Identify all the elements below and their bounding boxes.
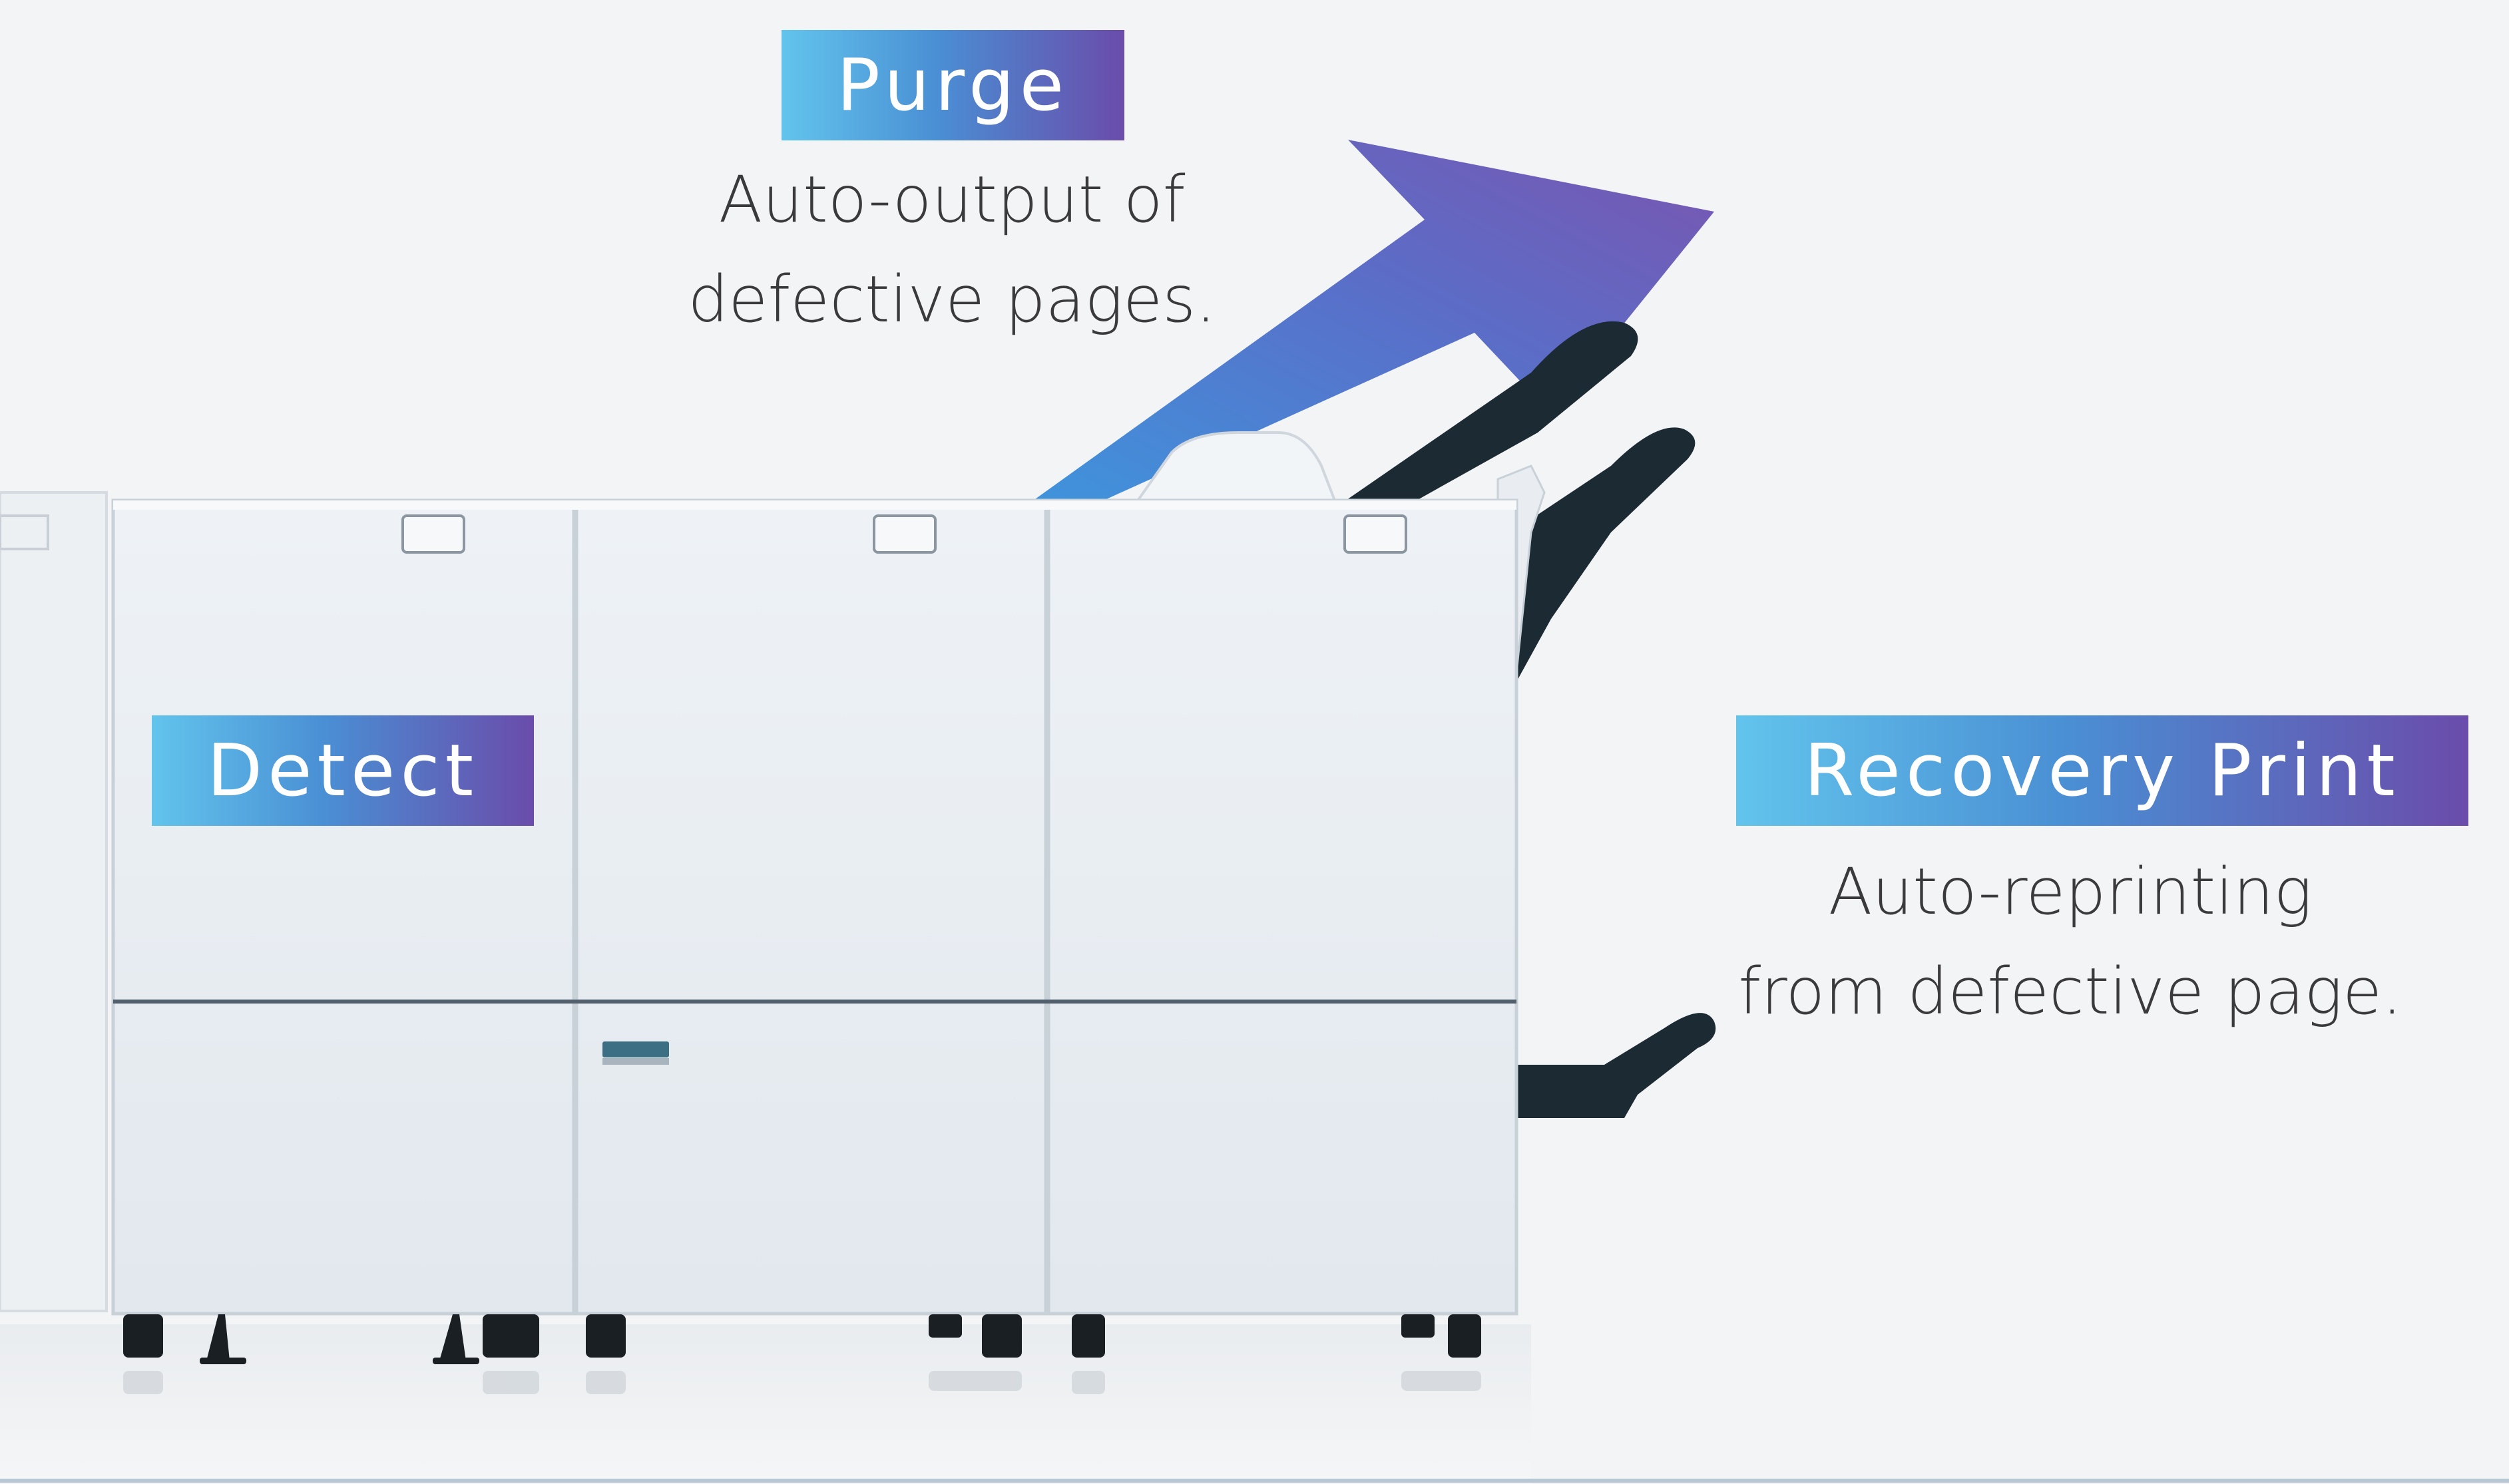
recovery-print-badge: Recovery Print xyxy=(1736,715,2468,826)
left-partial-unit xyxy=(0,491,108,1312)
handle-detect xyxy=(401,514,465,554)
purge-badge: Purge xyxy=(782,30,1124,140)
handle-right xyxy=(1343,514,1407,554)
module-right xyxy=(1046,498,1518,1316)
recovery-caption-line-2: from defective page. xyxy=(1738,954,2402,1029)
upper-tray-1 xyxy=(1338,321,1638,526)
purge-caption-line-2: defective pages. xyxy=(688,262,1216,337)
upper-tray-2 xyxy=(1511,427,1696,685)
purge-arrow xyxy=(1030,140,1714,506)
module-detect xyxy=(111,498,576,1316)
casters xyxy=(123,1314,1481,1364)
detect-badge: Detect xyxy=(152,715,534,826)
lower-tray xyxy=(1514,1013,1716,1118)
machine-body xyxy=(111,498,1518,1316)
recovery-caption: Auto-reprinting from defective page. xyxy=(1704,842,2436,1041)
recovery-caption-line-1: Auto-reprinting xyxy=(1828,854,2313,929)
top-stacker xyxy=(1129,431,1340,510)
floor-reflection xyxy=(0,1324,1531,1484)
purge-caption-line-1: Auto-output of xyxy=(718,162,1186,237)
caster-reflections xyxy=(123,1371,1481,1394)
latch xyxy=(602,1041,669,1057)
module-middle xyxy=(574,498,1048,1316)
handle-middle xyxy=(873,514,937,554)
purge-caption: Auto-output of defective pages. xyxy=(686,150,1218,349)
